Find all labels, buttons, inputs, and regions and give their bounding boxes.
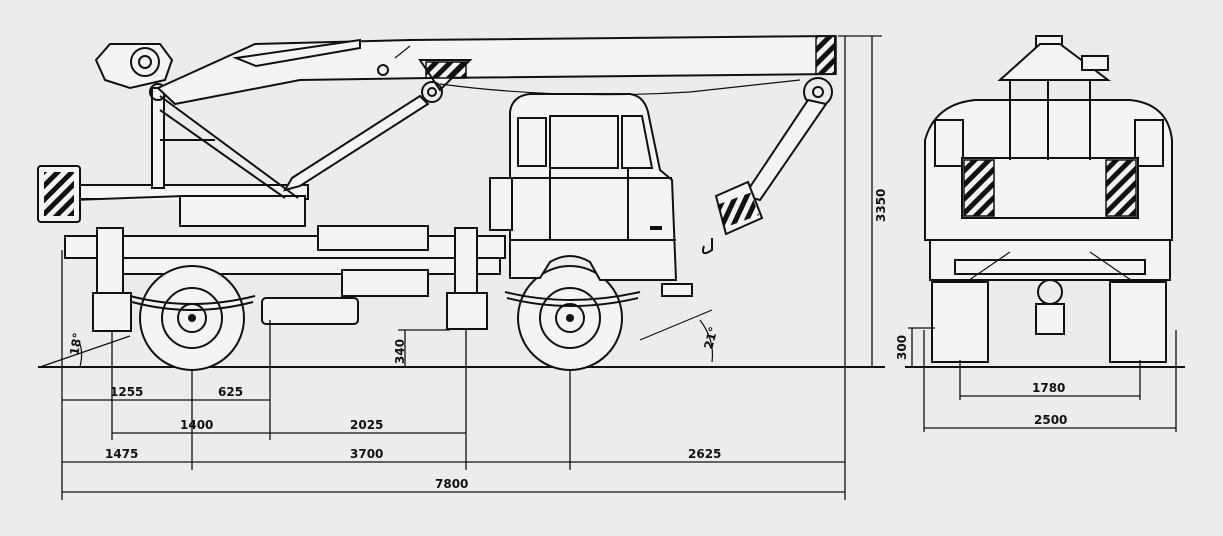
rear-wheel <box>139 265 245 371</box>
front-leaf-spring <box>504 291 641 307</box>
cab <box>489 93 693 297</box>
mid-block <box>446 292 488 330</box>
reference-lines <box>61 35 882 500</box>
front-angle-line <box>639 309 713 341</box>
dim-7800: 7800 <box>435 477 468 491</box>
angle-21: 21° <box>701 325 720 351</box>
slewing-ring <box>179 195 306 227</box>
front-right-wheel <box>1109 281 1167 363</box>
hook-assembly <box>702 77 833 255</box>
dim-625: 625 <box>218 385 243 399</box>
battery-box <box>261 297 359 325</box>
chassis-frame <box>64 235 506 259</box>
chassis-lower <box>99 257 501 275</box>
dim-300: 300 <box>895 335 909 360</box>
main-boom <box>156 34 837 106</box>
fuel-tank <box>341 269 429 297</box>
rear-leaf-spring <box>129 295 256 311</box>
rear-angle-line <box>39 335 131 368</box>
front-wheel <box>517 265 623 371</box>
dim-3350: 3350 <box>874 189 888 222</box>
angle-18: 18° <box>67 332 85 357</box>
rear-hazard-stripes <box>44 172 74 216</box>
boom-hose <box>439 79 801 96</box>
dim-2025: 2025 <box>350 418 383 432</box>
tower-brace-2 <box>159 109 286 199</box>
dim-1255: 1255 <box>110 385 143 399</box>
front-view <box>905 35 1185 432</box>
dim-340: 340 <box>393 339 407 364</box>
crane-base-plate <box>317 225 429 251</box>
front-left-wheel <box>931 281 989 363</box>
tower-brace <box>159 95 299 199</box>
dim-1475: 1475 <box>105 447 138 461</box>
side-view <box>37 34 885 371</box>
dim-1400: 1400 <box>180 418 213 432</box>
dimension-labels: 1255 625 1400 2025 1475 3700 2625 7800 3… <box>67 189 888 491</box>
boom-pivot-head <box>94 43 174 101</box>
dim-1780: 1780 <box>1032 381 1065 395</box>
front-axle <box>954 259 1146 275</box>
dim-2500: 2500 <box>1034 413 1067 427</box>
rear-bumper-block <box>92 292 132 332</box>
mid-post <box>454 227 478 297</box>
crane-mast <box>151 87 165 189</box>
front-dimension-labels: 1780 2500 300 <box>895 335 1067 427</box>
luffing-cylinder <box>282 94 430 192</box>
dimension-lines <box>62 399 845 493</box>
dim-3700: 3700 <box>350 447 383 461</box>
dim-2625: 2625 <box>688 447 721 461</box>
